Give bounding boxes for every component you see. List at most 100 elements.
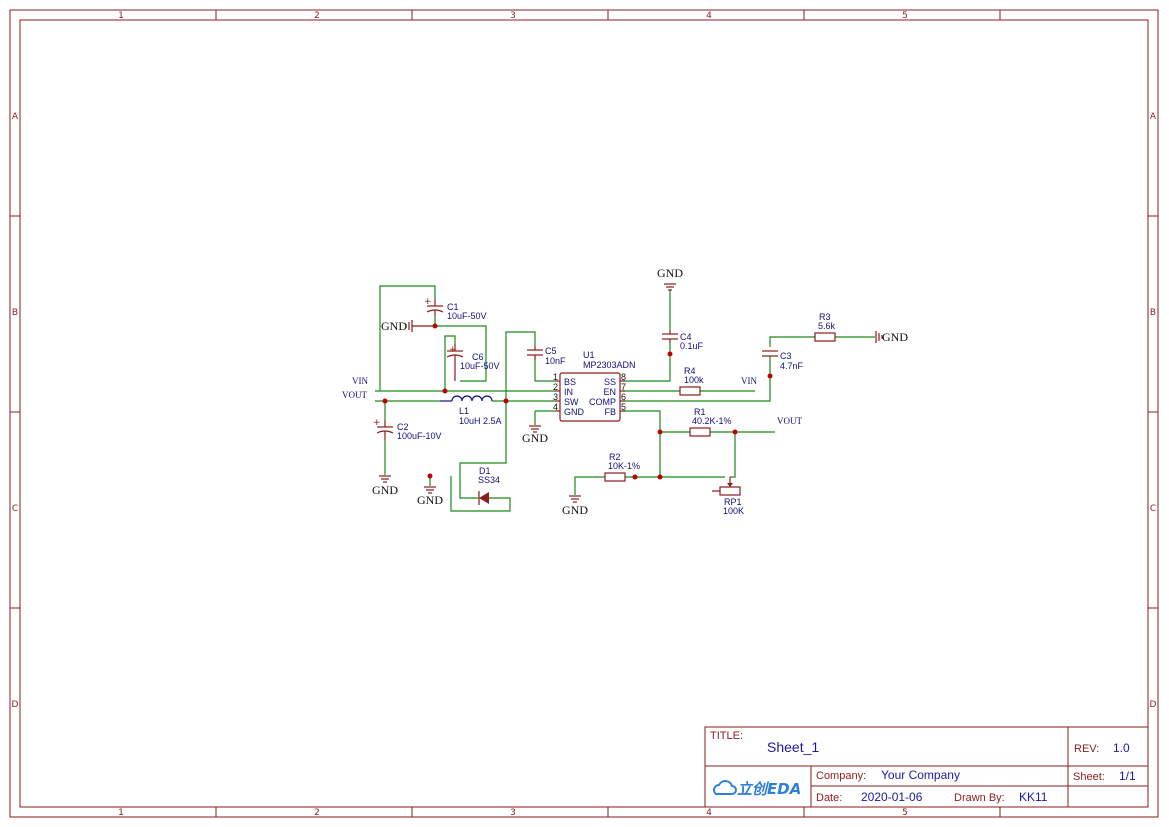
u1-pin-num: 4 <box>553 402 558 412</box>
gnd-symbol-r3: GND <box>875 330 908 344</box>
junction-dot <box>427 473 433 479</box>
capacitor-c1[interactable]: + C1 10uF-50V <box>424 297 487 321</box>
l1-ref: L1 <box>459 406 469 416</box>
row-label-right-b: B <box>1150 308 1156 318</box>
gnd-symbol-d1: GND <box>417 486 443 507</box>
r4-ref: R4 <box>684 366 696 376</box>
capacitor-c2[interactable]: + C2 100uF-10V <box>373 418 442 441</box>
svg-text:+: + <box>424 297 432 307</box>
u1-pin-name: SS <box>604 377 616 387</box>
gnd-label: GND <box>372 483 398 497</box>
net-label-vout-left: VOUT <box>342 390 367 400</box>
wires <box>375 285 875 512</box>
c1-value: 10uF-50V <box>447 311 487 321</box>
u1-pin-name: COMP <box>589 397 616 407</box>
drawn-by-value: KK11 <box>1019 790 1048 804</box>
c2-value: 100uF-10V <box>397 431 442 441</box>
junction-dot <box>657 474 663 480</box>
junction-dot <box>632 474 638 480</box>
column-label-top-4: 4 <box>706 11 712 21</box>
inductor-l1[interactable]: L1 10uH 2.5A <box>440 395 502 426</box>
column-label-top-5: 5 <box>902 11 908 21</box>
sheet-title: Sheet_1 <box>767 739 819 755</box>
c6-ref: C6 <box>472 352 484 362</box>
gnd-symbol-r2: GND <box>562 495 588 517</box>
sheet-label: Sheet: <box>1073 771 1105 783</box>
gnd-symbol-c4: GND <box>657 266 683 291</box>
rp1-value: 100K <box>723 506 744 516</box>
lceda-logo: 立创EDA <box>713 780 801 798</box>
row-label-right-c: C <box>1150 504 1156 514</box>
gnd-label: GND <box>562 503 588 517</box>
r2-value: 10K-1% <box>608 461 640 471</box>
junction-dot <box>382 398 388 404</box>
sheet-frame: 1 2 3 4 5 1 2 3 4 5 A B C D A B C D <box>9 9 1159 818</box>
row-label-left-d: D <box>12 700 19 710</box>
ic-u1[interactable]: U1 MP2303ADN 1 2 3 4 BS IN SW GND 8 7 6 … <box>553 350 636 422</box>
column-label-top-2: 2 <box>314 11 320 21</box>
gnd-symbol-u1: GND <box>522 425 548 445</box>
title-block: TITLE: Sheet_1 REV: 1.0 Company: Your Co… <box>704 726 1149 808</box>
capacitor-c3[interactable]: C3 4.7nF <box>762 350 804 371</box>
resistor-r3[interactable]: R3 5.6k <box>814 312 836 342</box>
u1-pin-name: BS <box>564 377 576 387</box>
gnd-label: GND <box>657 266 683 280</box>
c6-value: 10uF-50V <box>460 361 500 371</box>
date-label: Date: <box>816 792 842 804</box>
gnd-label: GND <box>882 330 908 344</box>
resistor-r2[interactable]: R2 10K-1% <box>604 452 640 482</box>
junction-dot <box>667 351 673 357</box>
sheet-value: 1/1 <box>1119 769 1136 783</box>
title-label: TITLE: <box>710 730 743 742</box>
c3-ref: C3 <box>780 351 792 361</box>
u1-pin-num: 1 <box>553 372 558 382</box>
u1-pin-num: 8 <box>621 372 626 382</box>
potentiometer-rp1[interactable]: RP1 100K <box>712 477 744 516</box>
c3-value: 4.7nF <box>780 361 804 371</box>
u1-pin-num: 2 <box>553 382 558 392</box>
column-label-bottom-5: 5 <box>902 808 908 818</box>
capacitor-c6[interactable]: + C6 10uF-50V <box>446 344 500 381</box>
u1-pin-name: IN <box>564 387 573 397</box>
gnd-symbol-c1: GND <box>381 319 435 333</box>
gnd-label: GND <box>522 431 548 445</box>
resistor-r1[interactable]: R1 40.2K-1% <box>689 407 732 437</box>
capacitor-c5[interactable]: C5 10nF <box>527 346 566 366</box>
c5-value: 10nF <box>545 356 566 366</box>
diode-d1[interactable]: D1 SS34 <box>478 466 500 505</box>
d1-ref: D1 <box>479 466 491 476</box>
junction-dot <box>767 373 773 379</box>
junction-dot <box>732 429 738 435</box>
junction-dot <box>657 429 663 435</box>
r1-ref: R1 <box>694 407 706 417</box>
c5-ref: C5 <box>545 346 557 356</box>
capacitor-c4[interactable]: C4 0.1uF <box>662 330 704 351</box>
junction-dot <box>503 398 509 404</box>
row-label-left-a: A <box>12 112 19 122</box>
company-label: Company: <box>816 770 866 782</box>
row-label-right-a: A <box>1150 112 1157 122</box>
u1-pin-num: 5 <box>621 402 626 412</box>
drawn-by-label: Drawn By: <box>954 792 1005 804</box>
c2-ref: C2 <box>397 422 409 432</box>
r3-ref: R3 <box>819 312 831 322</box>
rp1-ref: RP1 <box>724 497 742 507</box>
u1-pin-name: FB <box>604 407 616 417</box>
column-label-bottom-2: 2 <box>314 808 320 818</box>
column-label-bottom-4: 4 <box>706 808 712 818</box>
r3-value: 5.6k <box>818 321 836 331</box>
resistor-r4[interactable]: R4 100k <box>679 366 704 396</box>
gnd-symbol-c2: GND <box>372 475 398 497</box>
svg-text:+: + <box>449 345 457 355</box>
column-label-top-1: 1 <box>118 11 124 21</box>
r4-value: 100k <box>684 375 704 385</box>
r1-value: 40.2K-1% <box>692 416 732 426</box>
c4-value: 0.1uF <box>680 341 704 351</box>
row-label-left-b: B <box>12 308 18 318</box>
row-label-left-c: C <box>12 504 18 514</box>
c1-ref: C1 <box>447 302 459 312</box>
u1-pin-name: GND <box>564 407 585 417</box>
column-label-bottom-3: 3 <box>510 808 516 818</box>
u1-pin-num: 6 <box>621 392 626 402</box>
